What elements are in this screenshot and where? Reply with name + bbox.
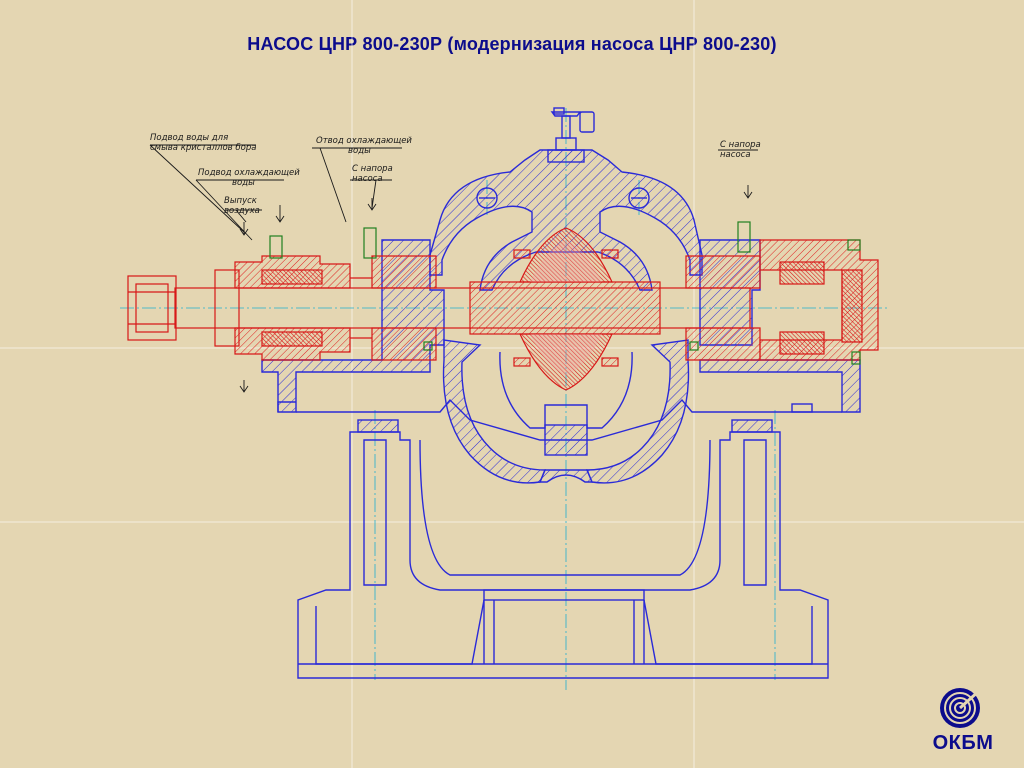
- page-title: НАСОС ЦНР 800-230Р (модернизация насоса …: [247, 34, 777, 54]
- callout-air-release-line1: Выпуск: [224, 196, 257, 206]
- callout-cooling-water-inlet-line2: воды: [232, 178, 255, 188]
- callout-boron-flush-line1: Подвод воды для: [150, 133, 229, 143]
- callout-discharge-left-line1: С напора: [352, 164, 393, 174]
- callout-cooling-water-outlet-line1: Отвод охлаждающей: [316, 136, 412, 146]
- callout-leaders: [149, 144, 758, 393]
- callout-cooling-water-outlet-line2: воды: [348, 146, 371, 156]
- rotor-and-seals: [127, 227, 879, 391]
- callout-discharge-left-line2: насоса: [352, 174, 383, 184]
- callout-discharge-right-line1: С напора: [720, 140, 761, 150]
- callout-boron-flush: Подвод воды для смыва кристаллов бора: [150, 133, 256, 153]
- callout-cooling-water-inlet-line1: Подвод охлаждающей: [198, 168, 300, 178]
- callout-discharge-right: С напора насоса: [720, 140, 761, 160]
- gasket-details: [269, 221, 861, 365]
- okbm-logo-text: ОКБМ: [932, 732, 994, 754]
- callout-boron-flush-line2: смыва кристаллов бора: [150, 143, 257, 153]
- callout-discharge-right-line2: насоса: [720, 150, 751, 160]
- callout-cooling-water-outlet: Отвод охлаждающей воды: [316, 136, 412, 156]
- callout-cooling-water-inlet: Подвод охлаждающей воды: [198, 168, 300, 188]
- callout-air-release-line2: воздуха: [224, 206, 260, 216]
- callout-air-release: Выпуск воздуха: [224, 196, 260, 216]
- okbm-logo-icon: [940, 688, 982, 728]
- callout-discharge-left: С напора насоса: [352, 164, 393, 184]
